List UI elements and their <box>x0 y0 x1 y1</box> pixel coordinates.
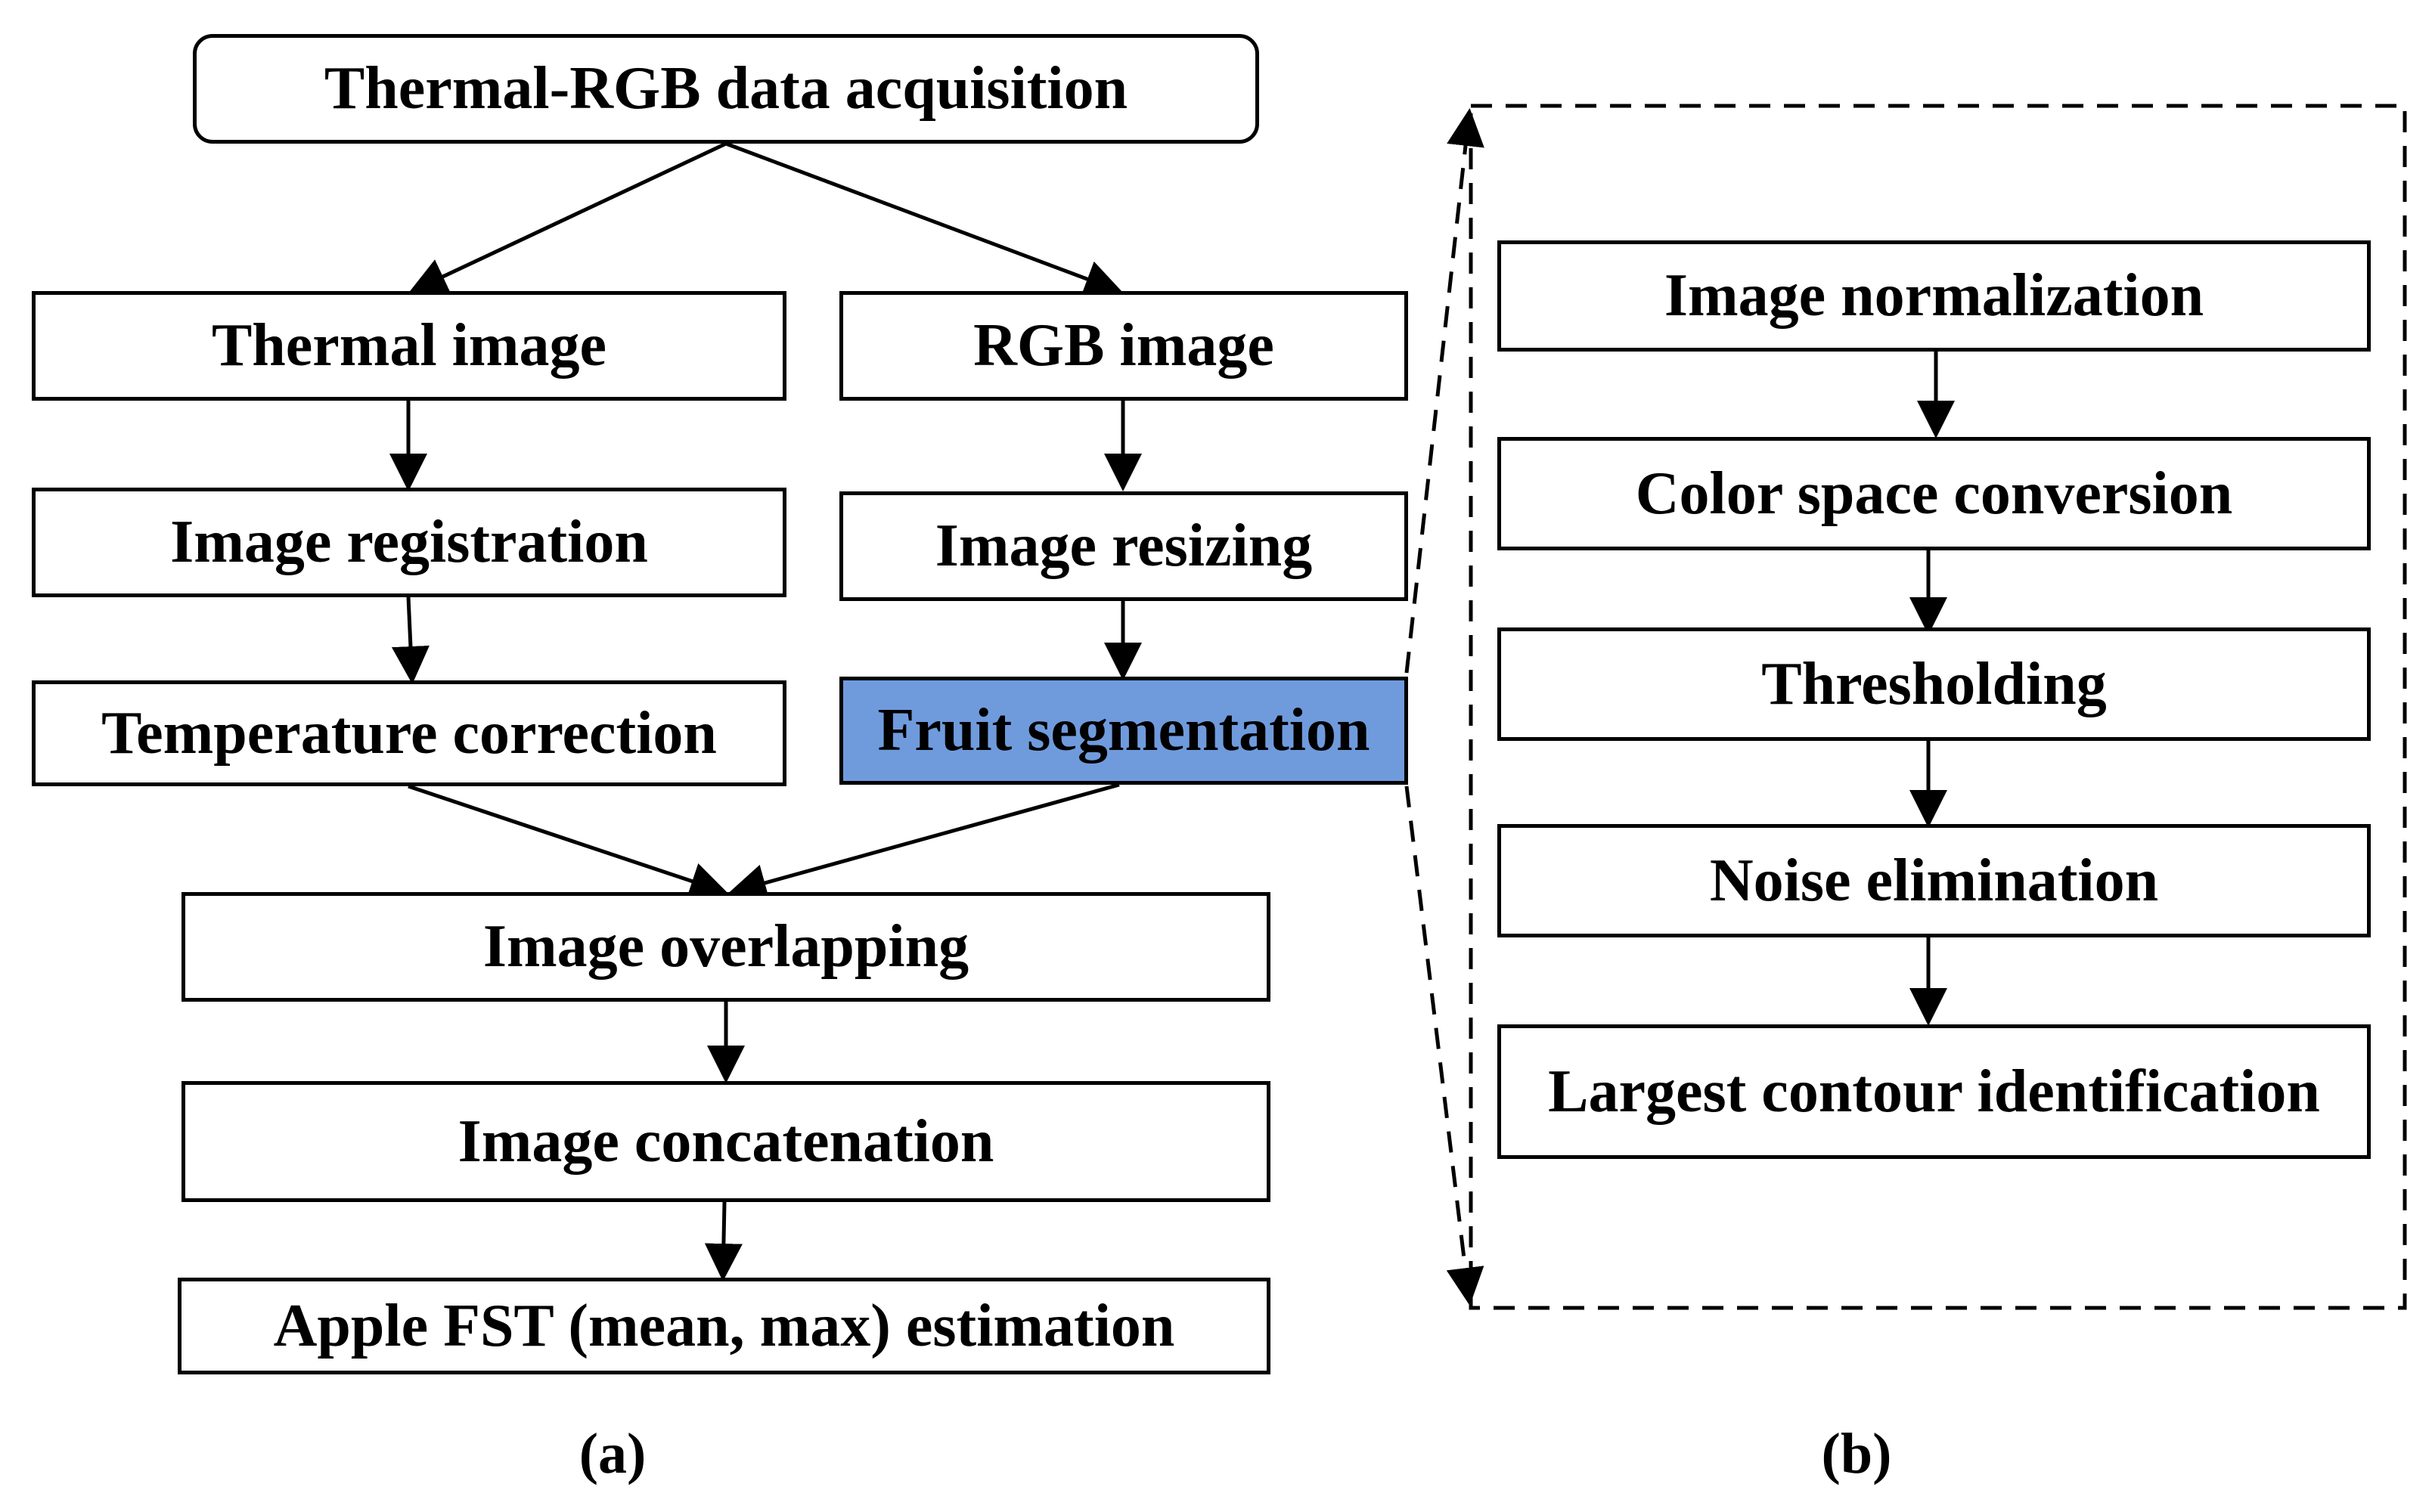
arrow-acquisition-to-thermal <box>408 141 727 294</box>
arrow-registration-to-correction <box>391 596 430 684</box>
color-space-conversion-box: Color space conversion <box>1497 437 2371 550</box>
noise-elimination-box: Noise elimination <box>1497 824 2371 937</box>
arrow-concatenation-to-estimation <box>704 1201 743 1281</box>
arrow-acquisition-to-rgb <box>725 141 1123 297</box>
image-registration-box: Image registration <box>32 488 786 597</box>
largest-contour-box: Largest contour identification <box>1497 1024 2371 1159</box>
temperature-correction-box: Temperature correction <box>32 680 786 786</box>
image-normalization-box: Image normalization <box>1497 240 2371 352</box>
rgb-image-box: RGB image <box>839 291 1408 401</box>
image-overlapping-box: Image overlapping <box>181 892 1270 1002</box>
image-resizing-box: Image resizing <box>839 491 1408 601</box>
caption-b: (b) <box>1821 1422 1892 1486</box>
detail-frame <box>1469 104 2407 1310</box>
caption-a: (a) <box>579 1422 647 1486</box>
acquisition-box: Thermal-RGB data acquisition <box>193 34 1259 144</box>
zoom-line-top <box>1404 108 1484 674</box>
arrow-correction-to-overlapping <box>408 784 728 900</box>
fst-estimation-box: Apple FST (mean, max) estimation <box>178 1278 1270 1374</box>
thresholding-box: Thresholding <box>1497 627 2371 741</box>
thermal-image-box: Thermal image <box>32 291 786 401</box>
zoom-line-bottom <box>1404 785 1484 1306</box>
arrow-segmentation-to-overlapping <box>728 782 1120 902</box>
fruit-segmentation-box: Fruit segmentation <box>839 677 1408 785</box>
image-concatenation-box: Image concatenation <box>181 1081 1270 1202</box>
